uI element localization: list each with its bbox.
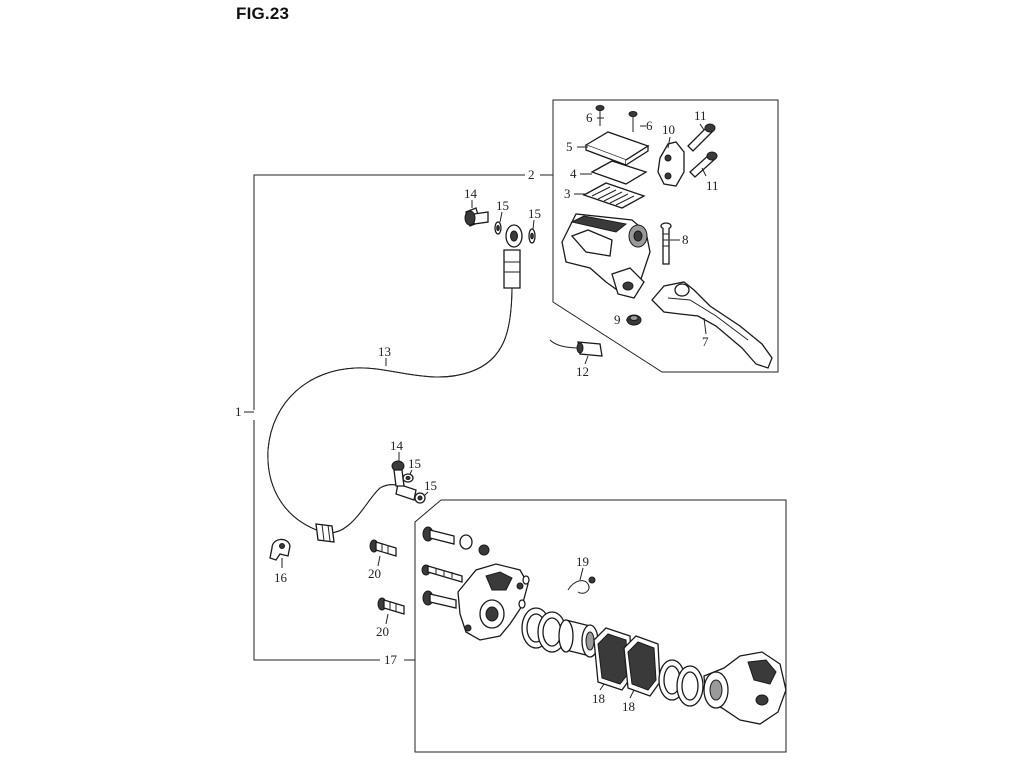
retainer-clips — [518, 575, 530, 609]
callout-11a: 11 — [694, 108, 707, 123]
hose-clip — [269, 538, 291, 561]
caliper-boot-top — [459, 534, 490, 556]
caliper-bracket — [457, 563, 529, 641]
mirror-clamp — [657, 141, 685, 187]
washer-lower-2 — [414, 492, 426, 504]
caliper-pin-bolt-bottom — [422, 590, 457, 609]
master-cylinder-box — [552, 99, 779, 373]
callout-6b: 6 — [646, 118, 653, 133]
callout-6a: 6 — [586, 110, 593, 125]
callout-2: 2 — [528, 167, 535, 182]
callout-1: 1 — [235, 404, 242, 419]
cap-screw-right — [628, 111, 638, 132]
caliper-mount-bolt-2 — [377, 597, 405, 615]
callout-14b: 14 — [390, 438, 404, 453]
callout-15c: 15 — [408, 456, 421, 471]
callout-11b: 11 — [706, 178, 719, 193]
callout-9: 9 — [614, 312, 621, 327]
cap-screw-left — [595, 105, 605, 126]
diaphragm — [582, 182, 646, 209]
callout-12: 12 — [576, 364, 589, 379]
brake-hose — [267, 224, 523, 543]
brake-pad-1 — [593, 627, 633, 691]
caliper-box — [414, 499, 787, 753]
callout-18b: 18 — [622, 699, 635, 714]
cap-plate — [590, 160, 648, 185]
callout-15a: 15 — [496, 198, 509, 213]
callout-14a: 14 — [464, 186, 478, 201]
callout-13: 13 — [378, 344, 391, 359]
caliper-piston — [558, 619, 599, 658]
callout-20b: 20 — [376, 624, 389, 639]
washer-upper-1 — [494, 221, 502, 235]
clamp-bolt-top — [687, 123, 716, 152]
caliper-mount-bolt-1 — [369, 539, 397, 557]
callout-7: 7 — [702, 334, 709, 349]
callout-5: 5 — [566, 139, 573, 154]
washer-upper-2 — [528, 228, 536, 244]
banjo-bolt-lower — [391, 460, 405, 487]
reservoir-cap — [584, 131, 650, 166]
brake-switch — [549, 339, 603, 357]
callout-19: 19 — [576, 554, 589, 569]
callout-16: 16 — [274, 570, 288, 585]
washer-lower-1 — [402, 473, 414, 483]
caliper-seal-4 — [676, 665, 704, 707]
callout-3: 3 — [564, 186, 571, 201]
callout-17: 17 — [384, 652, 398, 667]
banjo-bolt-upper — [464, 207, 489, 227]
clamp-bolt-bottom — [689, 151, 718, 178]
caliper-body — [703, 651, 787, 725]
figure-title: FIG.23 — [236, 4, 290, 23]
caliper-pin-middle — [421, 564, 463, 583]
pad-spring-clip — [567, 576, 596, 594]
callout-4: 4 — [570, 166, 577, 181]
caliper-pin-bolt-top — [422, 526, 455, 545]
callout-10: 10 — [662, 122, 675, 137]
callout-labels: 1 2 3 4 5 6 6 7 8 9 10 11 11 12 13 14 14… — [235, 108, 719, 714]
callout-18a: 18 — [592, 691, 605, 706]
pivot-bolt — [660, 222, 672, 265]
brake-pad-2 — [623, 635, 661, 697]
callout-15d: 15 — [424, 478, 437, 493]
bracket-lines — [244, 174, 553, 661]
callout-8: 8 — [682, 232, 689, 247]
master-cylinder-body — [561, 213, 651, 299]
leader-lines — [281, 117, 707, 699]
callout-15b: 15 — [528, 206, 541, 221]
callout-20a: 20 — [368, 566, 381, 581]
brake-lever — [651, 281, 773, 369]
